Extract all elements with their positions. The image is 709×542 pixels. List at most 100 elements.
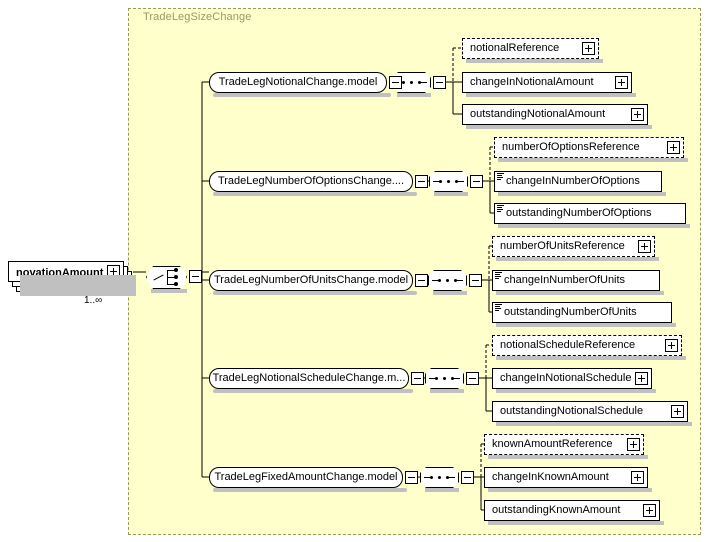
element-shadow-4-2 [488,521,664,525]
choice-dot-3 [174,282,178,286]
model-group-collapse-icon-3[interactable] [411,372,424,385]
element-expand-plus-icon-4-2[interactable] [643,504,656,517]
element-label-4-1: changeInKnownAmount [492,471,609,483]
sequence-collapse-icon-1[interactable] [470,175,483,188]
element-numberOfOptionsReference[interactable]: numberOfOptionsReference [494,137,684,158]
element-shadow-2-2 [496,323,676,327]
element-changeInNotionalAmount[interactable]: changeInNotionalAmount [462,72,632,93]
model-group-shadow-3 [213,389,413,393]
element-expand-plus-icon-1-0[interactable] [667,141,680,154]
sequence-compositor-2[interactable] [428,270,467,295]
choice-stub-1 [168,270,175,271]
sequence-bar-left-1 [433,181,440,182]
sequence-dots-2 [438,279,457,282]
choice-collapse-minus-icon[interactable] [189,270,202,283]
sequence-dots-4 [430,476,449,479]
choice-stub-2 [168,277,175,278]
simple-type-icon-1-1 [497,173,504,181]
element-label-3-1: changeInNotionalSchedule [500,372,632,384]
sequence-shadow-0 [397,93,431,97]
element-shadow-0-1 [466,93,636,97]
root-element-novationamount[interactable]: novationAmount [8,261,136,296]
sequence-shadow-3 [430,389,464,393]
element-expand-plus-icon-2-0[interactable] [638,240,651,253]
element-label-4-0: knownAmountReference [492,438,613,450]
element-changeInNotionalSchedule[interactable]: changeInNotionalSchedule [492,368,652,389]
element-label-0-1: changeInNotionalAmount [470,76,594,88]
sequence-bar-right-1 [457,181,464,182]
model-group-shadow-1 [213,192,417,196]
element-outstandingNumberOfUnits[interactable]: outstandingNumberOfUnits [492,302,672,323]
model-group-0[interactable]: TradeLegNotionalChange.model [209,72,387,93]
model-group-3[interactable]: TradeLegNotionalScheduleChange.m... [209,368,409,389]
element-expand-plus-icon-4-1[interactable] [631,471,644,484]
model-group-collapse-icon-2[interactable] [415,274,428,287]
sequence-compositor-4[interactable] [420,467,459,492]
simple-type-icon-1-2 [497,205,504,213]
sequence-compositor-3[interactable] [425,368,464,393]
element-label-1-0: numberOfOptionsReference [502,141,640,153]
sequence-bar-right-3 [453,378,460,379]
element-label-1-1: changeInNumberOfOptions [506,175,640,187]
sequence-shadow-4 [425,488,459,492]
element-shadow-2-1 [496,291,664,295]
element-expand-plus-icon-0-1[interactable] [615,76,628,89]
model-group-label-3: TradeLegNotionalScheduleChange.m... [212,372,406,384]
element-expand-plus-icon-3-2[interactable] [671,405,684,418]
simple-type-icon-2-1 [495,272,502,280]
element-expand-plus-icon-3-1[interactable] [635,372,648,385]
element-expand-plus-icon-0-0[interactable] [582,42,595,55]
choice-shadow [151,289,187,293]
choice-vline [167,270,168,285]
sequence-shadow-1 [434,192,468,196]
model-group-shadow-0 [213,93,391,97]
model-group-1[interactable]: TradeLegNumberOfOptionsChange.... [209,171,413,192]
sequence-dots-3 [435,377,454,380]
sequence-compositor-1[interactable] [429,171,468,196]
element-expand-plus-icon-3-0[interactable] [665,339,678,352]
model-group-4[interactable]: TradeLegFixedAmountChange.model [209,467,403,488]
sequence-dots-1 [439,180,458,183]
model-group-label-1: TradeLegNumberOfOptionsChange.... [217,175,405,187]
element-outstandingKnownAmount[interactable]: outstandingKnownAmount [484,500,660,521]
element-shadow-0-0 [466,59,603,63]
element-shadow-3-2 [496,422,692,426]
sequence-collapse-icon-2[interactable] [469,274,482,287]
element-numberOfUnitsReference[interactable]: numberOfUnitsReference [492,236,655,257]
model-group-collapse-icon-4[interactable] [405,471,418,484]
element-changeInKnownAmount[interactable]: changeInKnownAmount [484,467,648,488]
element-shadow-4-0 [488,455,648,459]
element-changeInNumberOfUnits[interactable]: changeInNumberOfUnits [492,270,660,291]
model-group-shadow-2 [213,291,417,295]
element-notionalScheduleReference[interactable]: notionalScheduleReference [492,335,682,356]
element-label-4-2: outstandingKnownAmount [492,504,621,516]
root-occurrence-label: 1..∞ [84,295,103,306]
model-group-collapse-icon-1[interactable] [415,175,428,188]
root-shadow [20,275,136,296]
element-outstandingNotionalAmount[interactable]: outstandingNotionalAmount [462,104,648,125]
element-label-3-0: notionalScheduleReference [500,339,636,351]
sequence-collapse-icon-4[interactable] [461,471,474,484]
complextype-title: TradeLegSizeChange [143,11,252,23]
model-group-label-0: TradeLegNotionalChange.model [218,76,378,88]
element-shadow-3-0 [496,356,686,360]
sequence-bar-right-4 [448,477,455,478]
choice-compositor[interactable] [146,266,187,293]
sequence-collapse-icon-0[interactable] [433,76,446,89]
element-changeInNumberOfOptions[interactable]: changeInNumberOfOptions [494,171,662,192]
sequence-bar-left-4 [424,477,431,478]
sequence-shadow-2 [433,291,467,295]
element-outstandingNotionalSchedule[interactable]: outstandingNotionalSchedule [492,401,688,422]
element-shadow-0-2 [466,125,652,129]
element-knownAmountReference[interactable]: knownAmountReference [484,434,644,455]
element-shadow-4-1 [488,488,652,492]
element-expand-plus-icon-0-2[interactable] [631,108,644,121]
model-group-collapse-icon-0[interactable] [389,76,402,89]
model-group-2[interactable]: TradeLegNumberOfUnitsChange.model [209,270,413,291]
sequence-collapse-icon-3[interactable] [466,372,479,385]
element-expand-plus-icon-4-0[interactable] [627,438,640,451]
element-outstandingNumberOfOptions[interactable]: outstandingNumberOfOptions [494,203,686,224]
choice-dot-1 [174,268,178,272]
element-notionalReference[interactable]: notionalReference [462,38,599,59]
element-shadow-3-1 [496,389,656,393]
